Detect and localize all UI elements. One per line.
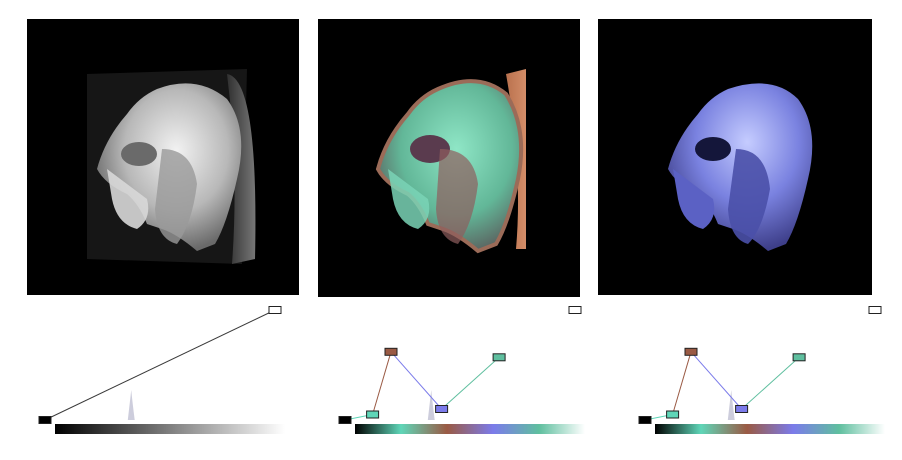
- render-viewport-blue-surface[interactable]: [598, 19, 872, 295]
- color-ramp: [655, 424, 885, 434]
- tf-control-point[interactable]: [338, 416, 352, 424]
- skull-surface-render-blue: [668, 83, 813, 251]
- tf-segment: [441, 356, 500, 410]
- panel-blue-surface: [598, 0, 902, 460]
- tf-control-point[interactable]: [638, 416, 652, 424]
- transfer-function-editor-grayscale[interactable]: [20, 300, 300, 440]
- color-ramp: [55, 424, 285, 434]
- tf-control-point[interactable]: [435, 405, 449, 413]
- skull-volume-render-multicolor: [375, 69, 526, 254]
- panel-multicolor: [300, 0, 600, 460]
- tf-control-point[interactable]: [684, 347, 698, 356]
- tf-control-point[interactable]: [384, 347, 398, 356]
- tf-control-point[interactable]: [38, 416, 52, 424]
- tf-control-point[interactable]: [792, 353, 806, 362]
- tf-control-point[interactable]: [735, 405, 749, 413]
- tf-control-point[interactable]: [268, 306, 282, 314]
- tf-segment: [44, 309, 276, 421]
- tf-control-point[interactable]: [568, 306, 582, 314]
- color-ramp: [355, 424, 585, 434]
- render-viewport-multicolor[interactable]: [318, 19, 580, 297]
- tf-control-point[interactable]: [868, 306, 882, 314]
- render-viewport-grayscale[interactable]: [27, 19, 299, 295]
- panel-grayscale: [0, 0, 300, 460]
- tf-segment: [798, 309, 876, 358]
- histogram: [427, 390, 435, 420]
- tf-control-point[interactable]: [666, 410, 680, 419]
- skull-volume-render-grayscale: [87, 69, 256, 264]
- tf-segment: [741, 356, 800, 410]
- tf-segment: [372, 351, 392, 415]
- tf-segment: [690, 351, 742, 410]
- transfer-function-editor-multicolor[interactable]: [320, 300, 600, 440]
- histogram: [727, 390, 735, 420]
- transfer-function-editor-blue-surface[interactable]: [620, 300, 900, 440]
- tf-control-point[interactable]: [492, 353, 506, 362]
- histogram: [127, 390, 135, 420]
- tf-segment: [390, 351, 442, 410]
- tf-segment: [498, 309, 576, 358]
- tf-control-point[interactable]: [366, 410, 380, 419]
- tf-segment: [672, 351, 692, 415]
